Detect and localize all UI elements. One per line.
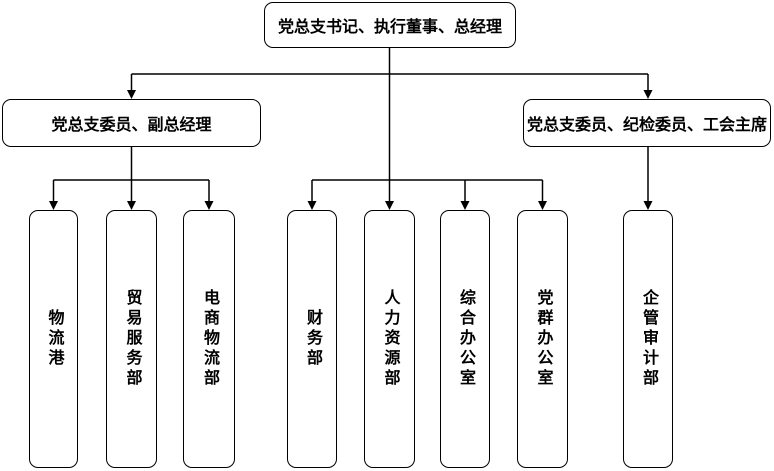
- node-dept-finance-label: 财务部: [304, 309, 321, 369]
- node-dept-enterprise-audit: 企管审计部: [623, 210, 673, 468]
- node-committee-deputy-gm: 党总支委员、副总经理: [2, 99, 261, 147]
- node-dept-human-resources: 人力资源部: [364, 210, 415, 468]
- node-dept-logistics-port-label: 物流港: [45, 309, 63, 369]
- node-dept-party-mass-office-label: 党群办公室: [534, 289, 552, 389]
- node-dept-finance: 财务部: [287, 210, 337, 468]
- node-dept-trade-service-label: 贸易服务部: [123, 289, 141, 389]
- node-root-secretary-director-gm: 党总支书记、执行董事、总经理: [264, 2, 516, 48]
- node-dept-general-office-label: 综合办公室: [457, 289, 474, 389]
- arrow-down-dept-logistics-port-icon: [49, 201, 58, 210]
- arrow-down-left2-icon: [127, 90, 136, 99]
- node-dept-ecommerce-logistics-label: 电商物流部: [201, 289, 218, 389]
- node-dept-general-office: 综合办公室: [440, 210, 490, 468]
- arrow-down-dept-audit-icon: [643, 201, 653, 210]
- arrow-down-dept-party-mass-office-icon: [538, 201, 547, 210]
- arrow-down-dept-ecommerce-logistics-icon: [204, 201, 214, 210]
- node-dept-human-resources-label: 人力资源部: [381, 289, 399, 389]
- arrow-down-right2-icon: [643, 90, 653, 99]
- node-committee-discipline-union: 党总支委员、纪检委员、工会主席: [523, 99, 771, 147]
- arrow-down-dept-trade-service-icon: [127, 201, 136, 210]
- node-dept-trade-service: 贸易服务部: [106, 210, 157, 468]
- node-dept-enterprise-audit-label: 企管审计部: [640, 289, 657, 389]
- node-dept-party-mass-office: 党群办公室: [517, 210, 568, 468]
- node-root-label: 党总支书记、执行董事、总经理: [277, 19, 502, 36]
- node-committee-discipline-union-label: 党总支委员、纪检委员、工会主席: [526, 117, 767, 134]
- arrow-down-dept-finance-icon: [307, 201, 317, 210]
- node-dept-ecommerce-logistics: 电商物流部: [183, 210, 235, 468]
- node-dept-logistics-port: 物流港: [29, 210, 78, 468]
- node-committee-deputy-gm-label: 党总支委员、副总经理: [51, 117, 212, 134]
- arrow-down-dept-hr-icon: [385, 201, 394, 210]
- arrow-down-dept-general-office-icon: [460, 201, 470, 210]
